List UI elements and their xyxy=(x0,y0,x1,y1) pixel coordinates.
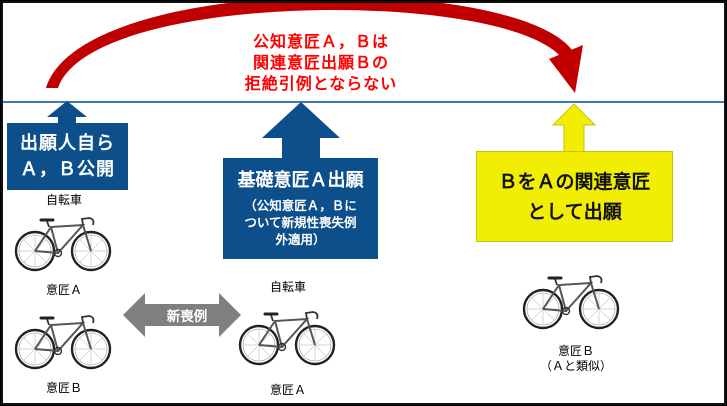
arc-annotation: 公知意匠Ａ，Ｂは 関連意匠出願Ｂの 拒絶引例とならない xyxy=(206,31,436,94)
curved-arrow-head xyxy=(549,45,583,93)
center-bike-label: 意匠Ａ xyxy=(263,383,313,398)
basic-design-sub-1: （公知意匠Ａ，Ｂに xyxy=(244,197,357,214)
bicycle-b-left xyxy=(13,305,113,371)
bicycle-icon xyxy=(13,207,113,273)
basic-design-sub-2: ついて新規性喪失例 xyxy=(244,214,356,231)
self-disclosure-line-1: 出願人自ら xyxy=(20,131,115,157)
bicycle-b-right xyxy=(521,265,621,331)
basic-design-sub-3: 外適用） xyxy=(275,231,325,248)
arc-annotation-line-2: 関連意匠出願Ｂの xyxy=(206,52,436,73)
arc-annotation-line-1: 公知意匠Ａ，Ｂは xyxy=(206,31,436,52)
bicycle-icon xyxy=(13,305,113,371)
arc-annotation-line-3: 拒絶引例とならない xyxy=(206,73,436,94)
bicycle-a-left xyxy=(13,207,113,273)
related-design-box: ＢをＡの関連意匠 として出願 xyxy=(476,151,673,242)
bicycle-a-center xyxy=(237,301,337,367)
bicycle-icon xyxy=(237,301,337,367)
right-up-arrow xyxy=(552,103,596,153)
left-up-arrow xyxy=(47,101,87,125)
self-disclosure-line-2: Ａ，Ｂ公開 xyxy=(20,157,115,183)
related-design-line-1: ＢをＡの関連意匠 xyxy=(498,167,650,197)
basic-design-box: 基礎意匠Ａ出願 （公知意匠Ａ，Ｂに ついて新規性喪失例 外適用） xyxy=(223,158,378,259)
exchange-label: 新喪例 xyxy=(144,302,230,328)
bicycle-icon xyxy=(521,265,621,331)
center-bike-caption: 自転車 xyxy=(263,280,313,295)
right-bike-label-1: 意匠Ｂ xyxy=(536,344,616,359)
self-disclosure-box: 出願人自ら Ａ，Ｂ公開 xyxy=(7,123,128,190)
bike-a-left-label: 意匠Ａ xyxy=(39,283,89,298)
right-bike-label: 意匠Ｂ （Ａと類似） xyxy=(536,344,616,374)
basic-design-title: 基礎意匠Ａ出願 xyxy=(238,169,364,193)
related-design-line-2: として出願 xyxy=(527,197,621,227)
center-up-arrow xyxy=(262,102,340,160)
left-bike-caption: 自転車 xyxy=(39,193,89,208)
bike-b-left-label: 意匠Ｂ xyxy=(39,381,89,396)
right-bike-label-2: （Ａと類似） xyxy=(536,359,616,374)
timeline xyxy=(1,101,726,103)
